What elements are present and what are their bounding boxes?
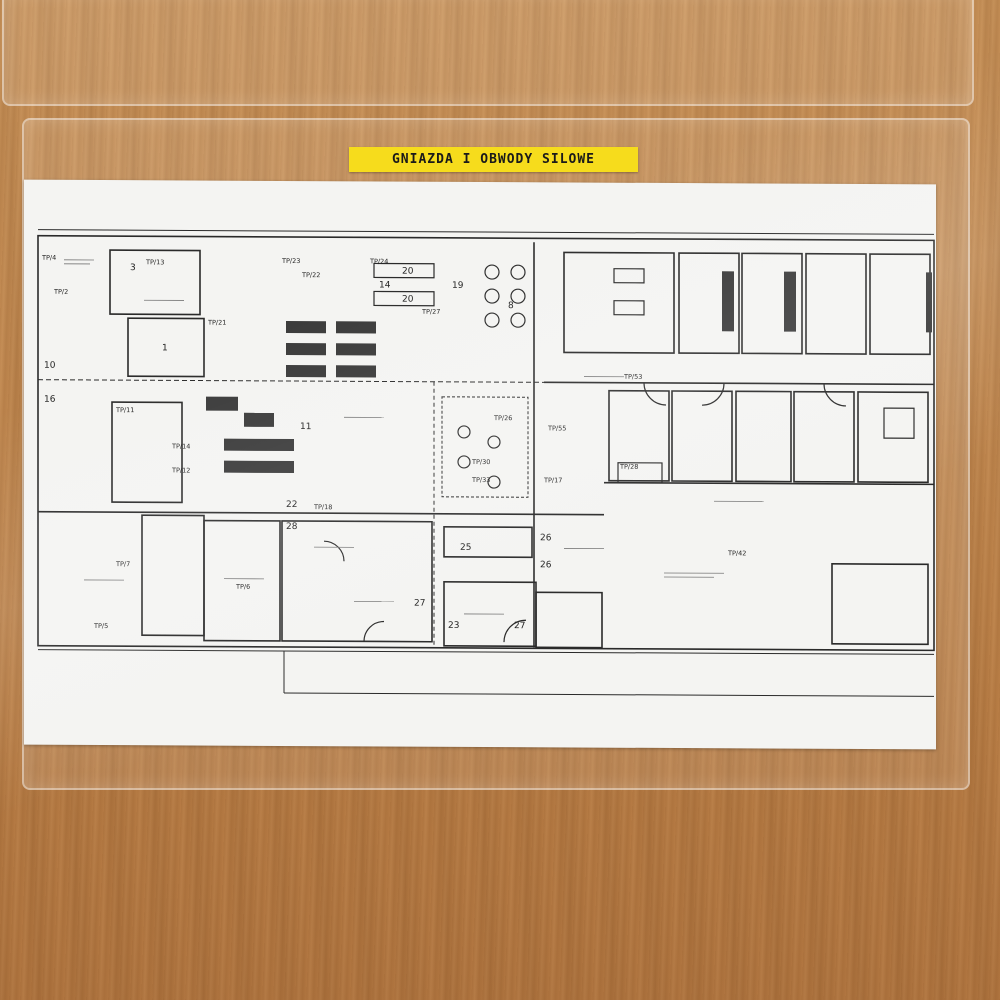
circuit-tag: TP/53: [623, 373, 642, 381]
floor-plan-drawing: 3 1 16 20 20 14 19 8 22 25 26 26 27 27 2…: [37, 229, 935, 697]
floor-plan-sheet: 3 1 16 20 20 14 19 8 22 25 26 26 27 27 2…: [24, 179, 936, 750]
circuit-tag: TP/2: [53, 288, 68, 296]
room-number: 1: [162, 343, 168, 353]
room-number: 14: [379, 280, 391, 290]
room-number: 11: [300, 422, 311, 432]
circuit-tag: TP/24: [369, 257, 388, 265]
circuit-tag: TP/11: [115, 406, 134, 414]
room-number: 27: [514, 621, 525, 631]
circuit-tag: TP/17: [543, 476, 562, 484]
yellow-label-strip: GNIAZDA I OBWODY SILOWE: [349, 147, 638, 172]
upper-plastic-sleeve: [2, 0, 974, 106]
circuit-tag: TP/21: [207, 319, 226, 327]
circuit-tag: TP/12: [171, 466, 190, 474]
circuit-tag: TP/33: [471, 476, 490, 484]
room-number: 27: [414, 599, 425, 609]
plan-furniture: [206, 271, 932, 474]
circuit-tag: TP/55: [547, 424, 566, 432]
room-number: 26: [540, 533, 552, 543]
room-number: 8: [508, 301, 514, 311]
circuit-tag: TP/27: [421, 308, 440, 316]
room-number: 19: [452, 281, 464, 291]
circuit-tag: TP/22: [301, 271, 320, 279]
circuit-tag: TP/42: [727, 549, 746, 557]
room-number: 10: [44, 361, 56, 371]
circuit-tag: TP/14: [171, 442, 190, 450]
room-number: 26: [540, 560, 552, 570]
room-number: 20: [402, 267, 414, 277]
room-number: 28: [286, 522, 298, 532]
room-number: 20: [402, 295, 414, 305]
circuit-tag: TP/13: [145, 258, 164, 266]
room-number: 16: [44, 395, 56, 405]
room-number: 23: [448, 621, 459, 631]
circuit-tag: TP/23: [281, 257, 300, 265]
plan-room-numbers: 3 1 16 20 20 14 19 8 22 25 26 26 27 27 2…: [44, 263, 552, 631]
room-number: 25: [460, 543, 471, 553]
circuit-tag: TP/7: [115, 560, 130, 568]
circuit-tag: TP/26: [493, 414, 512, 422]
room-number: 3: [130, 263, 136, 273]
circuit-tag: TP/4: [41, 254, 56, 262]
circuit-tag: TP/5: [93, 622, 108, 630]
circuit-tag: TP/28: [619, 463, 638, 471]
plan-circuit-tags: TP/13 TP/21 TP/23 TP/24 TP/22 TP/27 TP/1…: [41, 254, 746, 630]
circuit-tag: TP/30: [471, 458, 490, 466]
circuit-tag: TP/6: [235, 583, 250, 591]
circuit-tag: TP/18: [313, 503, 332, 511]
plan-fixtures: [323, 262, 915, 643]
room-number: 22: [286, 500, 297, 510]
plan-annotations: [64, 259, 764, 615]
